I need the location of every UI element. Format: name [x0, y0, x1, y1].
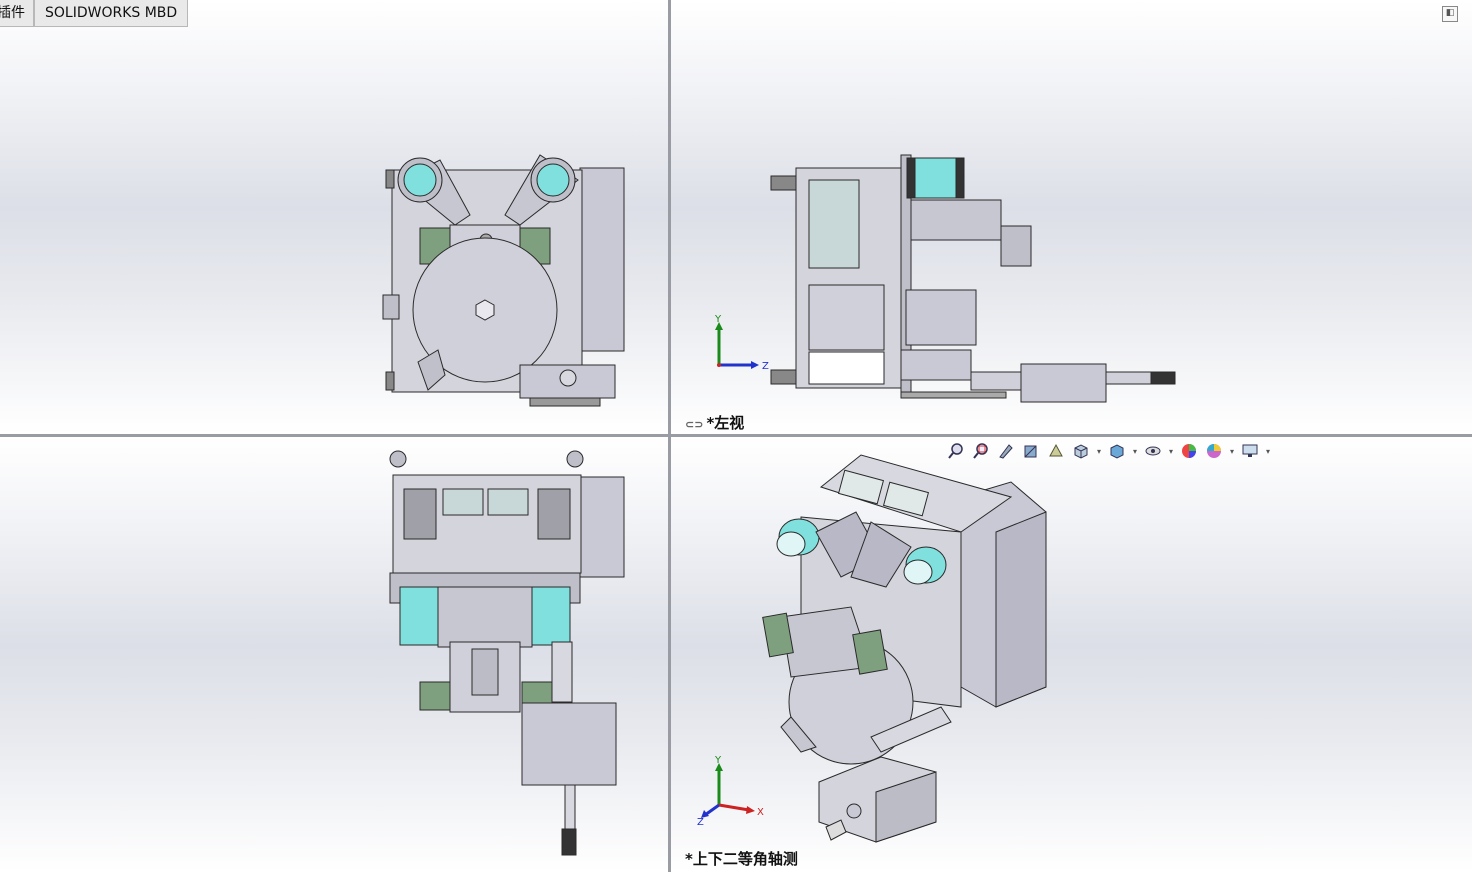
zoom-area-icon[interactable] — [970, 441, 992, 461]
chevron-down-icon[interactable]: ▾ — [1168, 446, 1173, 456]
chevron-down-icon[interactable]: ▾ — [1229, 446, 1234, 456]
viewport-front[interactable] — [0, 0, 668, 434]
model-top-view — [389, 450, 625, 856]
view-triad-left: Y Z — [714, 314, 769, 372]
model-left-view — [770, 154, 1176, 403]
edit-appearance-icon[interactable] — [1178, 441, 1200, 461]
view-name-label: ⊂⊃*左视 — [685, 414, 745, 432]
triad-label-x: X — [757, 807, 764, 818]
tab-addins[interactable]: 插件 — [0, 0, 34, 27]
link-icon: ⊂⊃ — [685, 418, 704, 431]
viewport-isometric[interactable]: ▾ ▾ ▾ ▾ ▾ — [671, 437, 1472, 872]
viewport-horizontal-splitter[interactable] — [0, 434, 1472, 437]
apply-scene-icon[interactable] — [1203, 441, 1225, 461]
chevron-down-icon[interactable]: ▾ — [1132, 446, 1137, 456]
restore-viewport-icon[interactable]: ◧ — [1442, 6, 1458, 22]
triad-label-y: Y — [714, 755, 722, 766]
view-triad-isometric: Y X Z — [697, 755, 764, 825]
tab-solidworks-mbd[interactable]: SOLIDWORKS MBD — [34, 0, 189, 27]
view-orientation-icon[interactable] — [1070, 441, 1092, 461]
previous-view-icon[interactable] — [995, 441, 1017, 461]
triad-label-z: Z — [762, 361, 769, 372]
viewport-left[interactable]: ◧ Y Z — [671, 0, 1472, 434]
command-manager-tabs: 插件 SOLIDWORKS MBD — [0, 0, 189, 27]
triad-label-y: Y — [714, 314, 722, 325]
zoom-to-fit-icon[interactable] — [945, 441, 967, 461]
display-style-icon[interactable] — [1106, 441, 1128, 461]
view-settings-icon[interactable] — [1239, 441, 1261, 461]
chevron-down-icon[interactable]: ▾ — [1265, 446, 1270, 456]
view-name-label: *上下二等角轴测 — [685, 850, 798, 868]
heads-up-view-toolbar: ▾ ▾ ▾ ▾ ▾ — [945, 441, 1272, 461]
chevron-down-icon[interactable]: ▾ — [1096, 446, 1101, 456]
model-front-view — [382, 154, 625, 407]
model-isometric-view — [762, 454, 1047, 843]
hide-show-icon[interactable] — [1142, 441, 1164, 461]
triad-label-z: Z — [697, 817, 704, 825]
section-view-icon[interactable] — [1020, 441, 1042, 461]
viewport-top[interactable] — [0, 437, 668, 872]
dynamic-annotation-icon[interactable] — [1045, 441, 1067, 461]
